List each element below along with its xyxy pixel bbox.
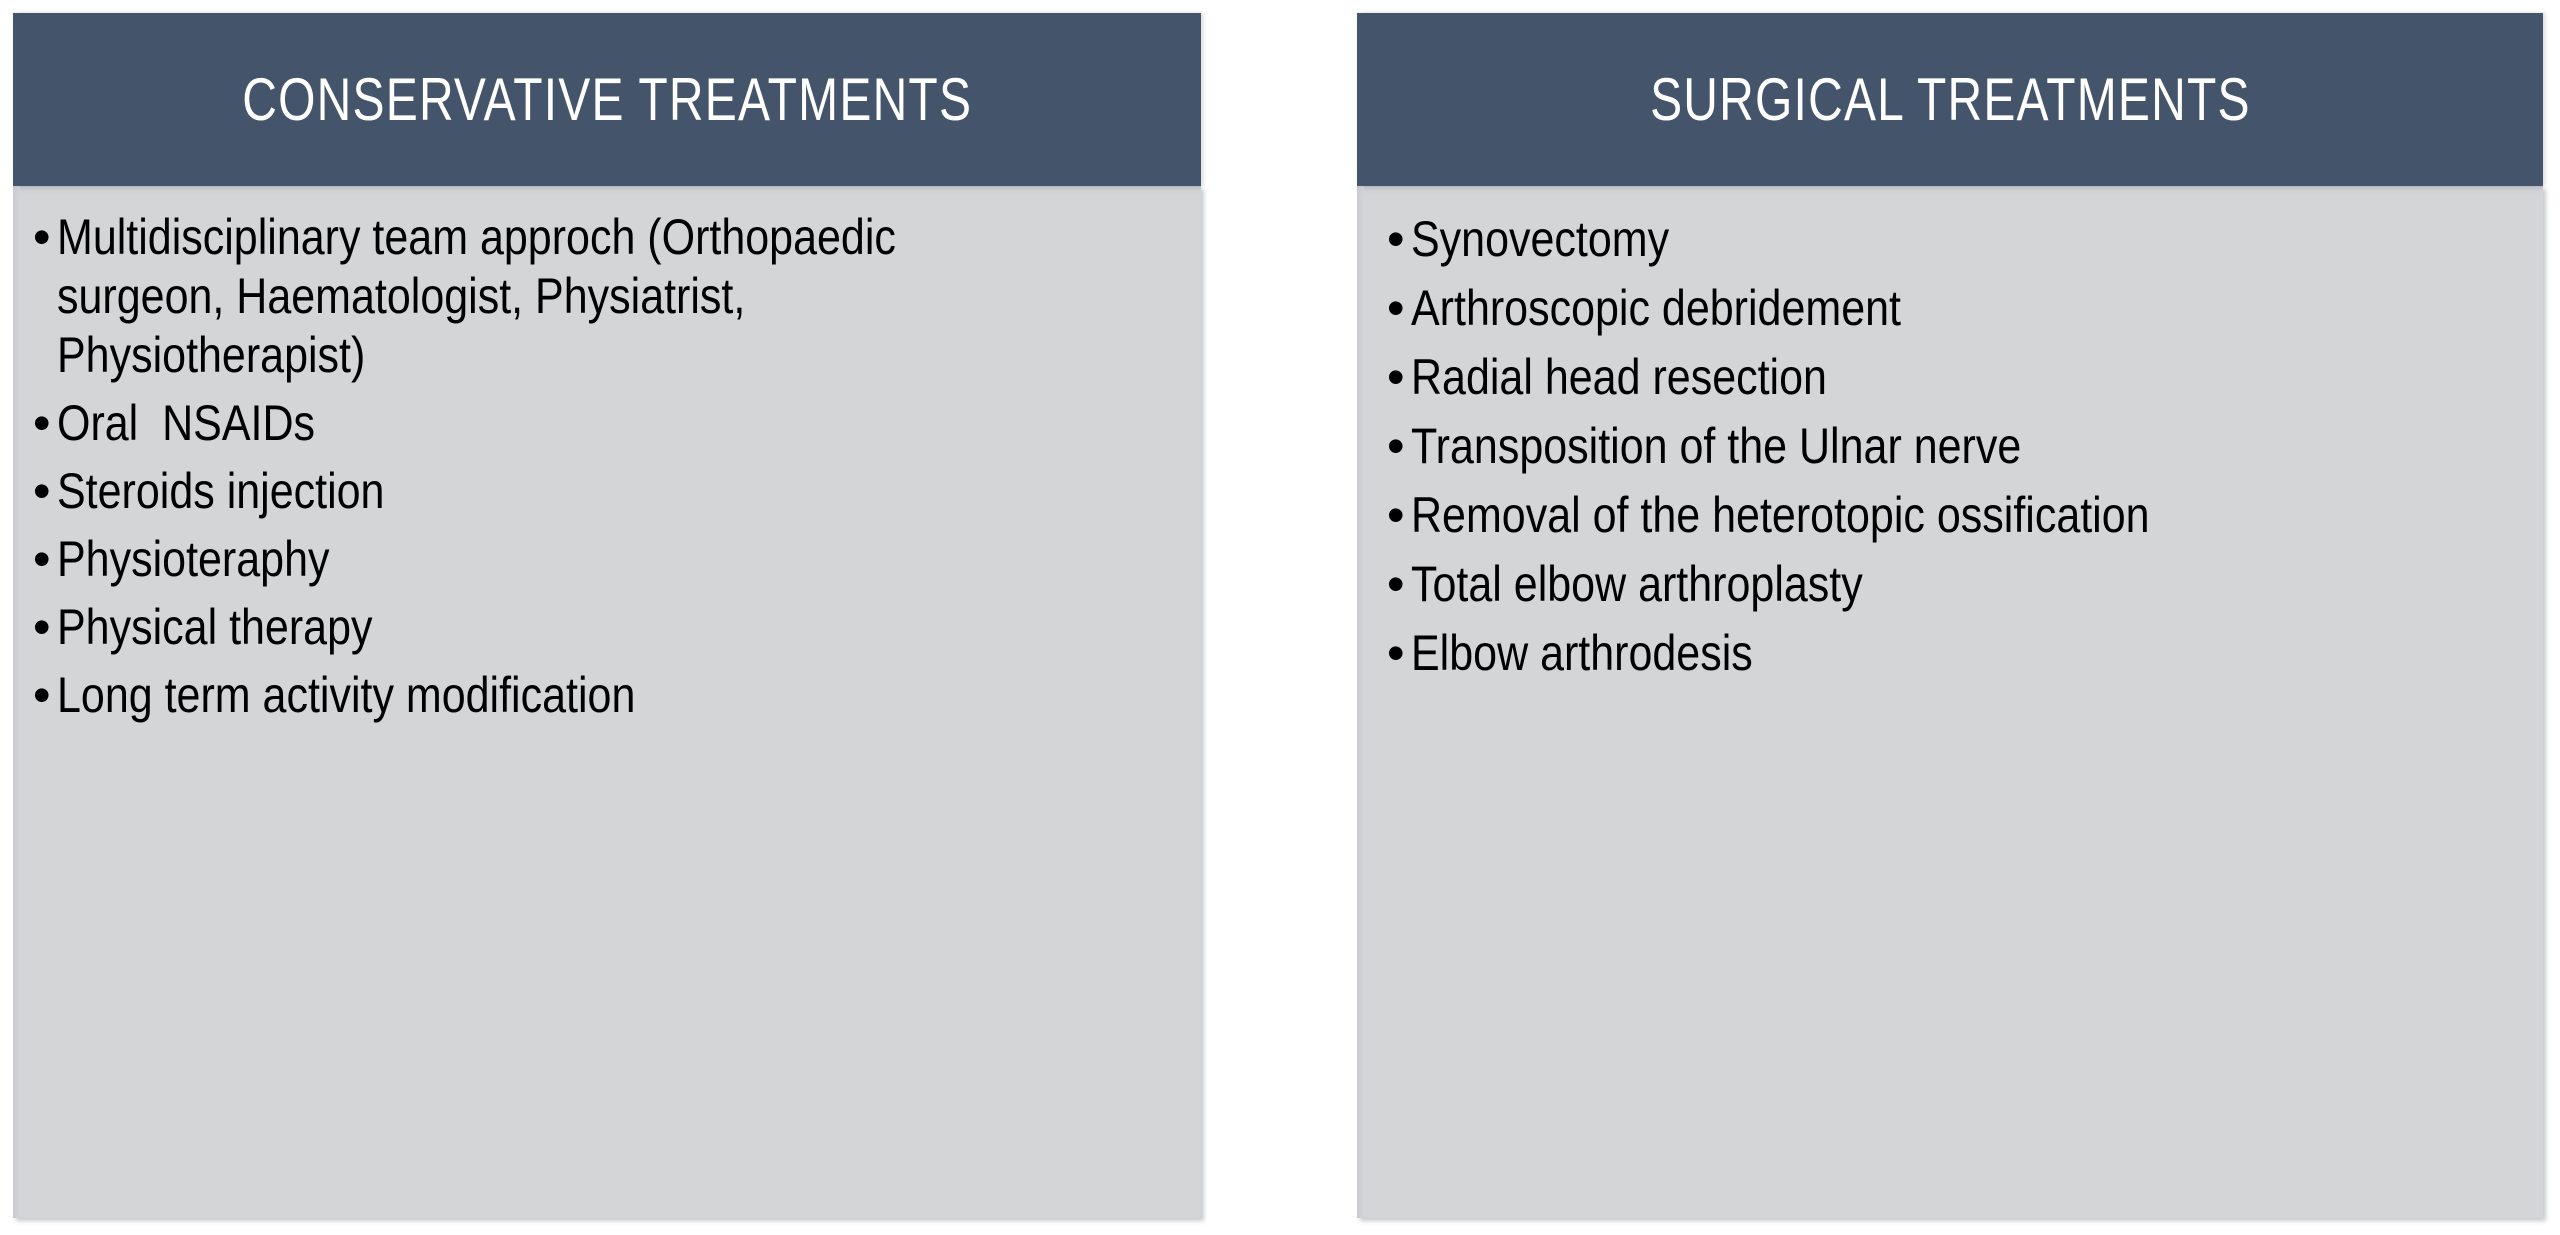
list-item-label: Removal of the heterotopic ossification [1411,487,2150,543]
list-item: • Removal of the heterotopic ossificatio… [1387,486,2533,545]
list-item: • Total elbow arthroplasty [1387,555,2533,614]
list-item: • Physical therapy [33,598,1191,657]
list-item: • Multidisciplinary team approch (Orthop… [33,208,1191,385]
list-item-label: Long term activity modification [57,667,636,723]
bullet-dot-icon: • [33,395,51,451]
bullet-dot-icon: • [1387,418,1405,474]
list-item-label: Oral NSAIDs [57,395,316,451]
list-item-label: Physioteraphy [57,531,330,587]
panel-surgical-title: SURGICAL TREATMENTS [1649,65,2251,133]
bullet-dot-icon: • [1387,487,1405,543]
list-item-label: Physical therapy [57,599,373,655]
list-item-label: Transposition of the Ulnar nerve [1411,418,2022,474]
panel-conservative-body: • Multidisciplinary team approch (Orthop… [13,186,1201,1218]
list-item: • Steroids injection [33,462,1191,521]
bullet-dot-icon: • [1387,625,1405,681]
list-item: • Transposition of the Ulnar nerve [1387,417,2533,476]
list-item-label: Elbow arthrodesis [1411,625,1753,681]
list-item-label: Synovectomy [1411,211,1670,267]
list-item: • Arthroscopic debridement [1387,279,2533,338]
panel-conservative-header: CONSERVATIVE TREATMENTS [13,13,1201,186]
list-item-label: Radial head resection [1411,349,1827,405]
bullet-dot-icon: • [33,463,51,519]
list-item: • Physioteraphy [33,530,1191,589]
bullet-dot-icon: • [1387,280,1405,336]
list-item-label: Multidisciplinary team approch (Orthopae… [57,209,908,383]
panel-surgical-header: SURGICAL TREATMENTS [1357,13,2543,186]
list-item: • Elbow arthrodesis [1387,624,2533,683]
bullet-dot-icon: • [33,209,51,265]
bullet-dot-icon: • [33,667,51,723]
bullet-dot-icon: • [1387,349,1405,405]
list-item: • Oral NSAIDs [33,394,1191,453]
bullet-dot-icon: • [1387,556,1405,612]
list-item: • Radial head resection [1387,348,2533,407]
panel-surgical-treatments: SURGICAL TREATMENTS • Synovectomy • Arth… [1357,13,2543,1218]
list-item-label: Arthroscopic debridement [1411,280,1901,336]
panel-surgical-body: • Synovectomy • Arthroscopic debridement… [1357,186,2543,1218]
panel-conservative-title: CONSERVATIVE TREATMENTS [242,65,972,133]
surgical-bullet-list: • Synovectomy • Arthroscopic debridement… [1357,186,2543,683]
list-item: • Synovectomy [1387,210,2533,269]
panel-conservative-treatments: CONSERVATIVE TREATMENTS • Multidisciplin… [13,13,1201,1218]
bullet-dot-icon: • [1387,211,1405,267]
list-item: • Long term activity modification [33,666,1191,725]
conservative-bullet-list: • Multidisciplinary team approch (Orthop… [13,186,1201,725]
bullet-dot-icon: • [33,599,51,655]
list-item-label: Steroids injection [57,463,385,519]
bullet-dot-icon: • [33,531,51,587]
list-item-label: Total elbow arthroplasty [1411,556,1863,612]
